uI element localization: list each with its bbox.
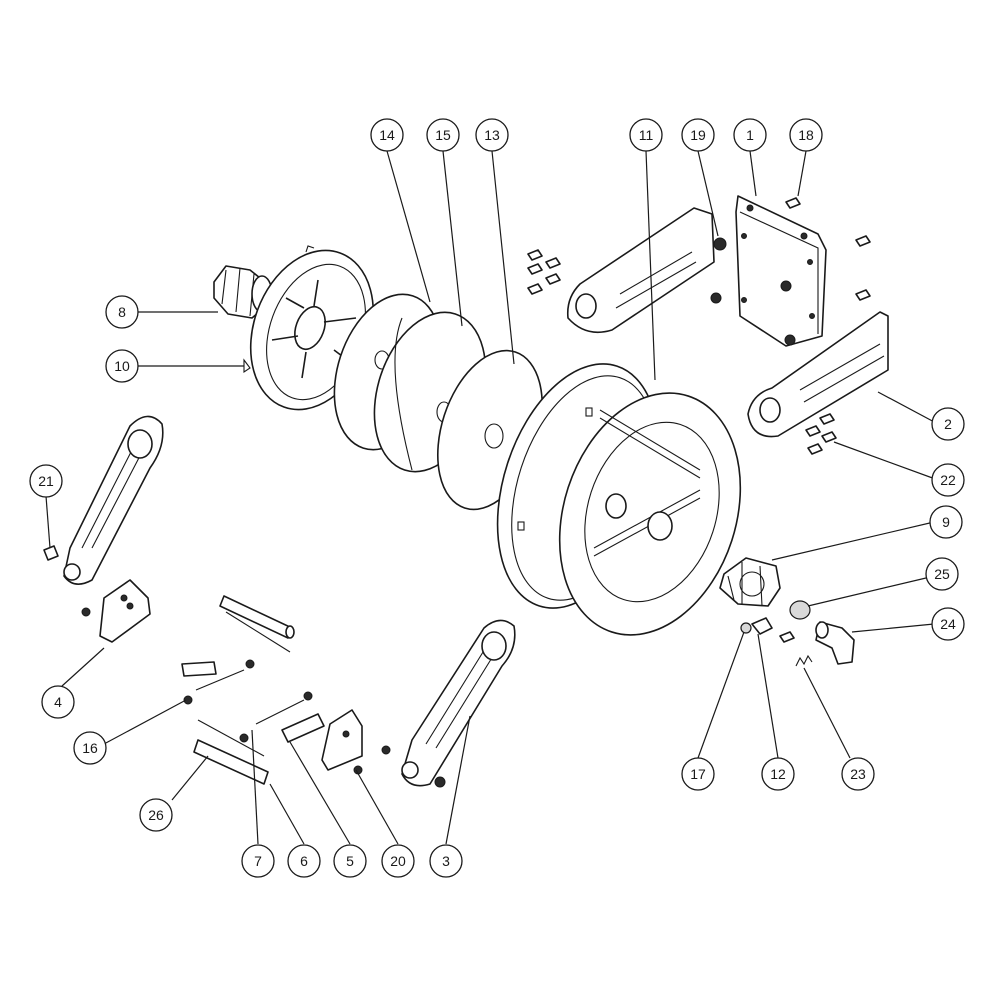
callout-balloon-23: 23: [841, 757, 875, 791]
nut-19-part: [710, 237, 796, 346]
callout-label: 3: [442, 853, 450, 869]
callout-label: 15: [435, 127, 451, 143]
callout-label: 19: [690, 127, 706, 143]
callout-balloon-11: 11: [629, 118, 663, 152]
callout-balloon-14: 14: [370, 118, 404, 152]
callout-label: 20: [390, 853, 406, 869]
callout-balloon-13: 13: [475, 118, 509, 152]
elbow-fitting-part: [815, 621, 855, 665]
callout-label: 21: [38, 473, 54, 489]
callout-balloon-18: 18: [789, 118, 823, 152]
callout-balloon-24: 24: [931, 607, 965, 641]
callout-label: 10: [114, 358, 130, 374]
callout-balloon-25: 25: [925, 557, 959, 591]
callout-balloon-7: 7: [241, 844, 275, 878]
callout-balloon-16: 16: [73, 731, 107, 765]
callout-label: 8: [118, 304, 126, 320]
callout-balloon-19: 19: [681, 118, 715, 152]
callout-label: 22: [940, 472, 956, 488]
callout-balloon-5: 5: [333, 844, 367, 878]
callout-balloon-21: 21: [29, 464, 63, 498]
leader-lines: [45, 150, 939, 845]
callout-balloon-3: 3: [429, 844, 463, 878]
callout-label: 26: [148, 807, 164, 823]
left-arm-part: [43, 415, 164, 585]
callout-balloon-15: 15: [426, 118, 460, 152]
callout-label: 23: [850, 766, 866, 782]
callout-label: 13: [484, 127, 500, 143]
lower-arm-part: [401, 619, 516, 788]
callout-label: 5: [346, 853, 354, 869]
right-arm-bracket-part: [747, 311, 889, 455]
upper-arm-bracket-part: [527, 207, 715, 334]
bearing-housing-part: [719, 557, 781, 607]
callout-balloon-20: 20: [381, 844, 415, 878]
bracket-4-part: [81, 579, 151, 643]
callout-label: 25: [934, 566, 950, 582]
reel-drum-part: [496, 363, 742, 636]
callout-label: 17: [690, 766, 706, 782]
callout-balloon-9: 9: [929, 505, 963, 539]
small-hardware-part: [740, 617, 795, 643]
callout-label: 11: [639, 127, 654, 143]
callout-balloon-10: 10: [105, 349, 139, 383]
callout-label: 2: [944, 416, 952, 432]
callout-label: 4: [54, 694, 62, 710]
screw-18-part: [785, 197, 871, 301]
spring-23-part: [795, 654, 813, 667]
callout-balloon-1: 1: [733, 118, 767, 152]
shaft-set-part: [181, 595, 325, 785]
callout-label: 14: [379, 127, 395, 143]
callout-label: 6: [300, 853, 308, 869]
callout-balloon-26: 26: [139, 798, 173, 832]
callout-balloon-4: 4: [41, 685, 75, 719]
callout-label: 12: [770, 766, 786, 782]
callout-label: 1: [746, 127, 754, 143]
mounting-plate-part: [735, 195, 827, 347]
callout-balloon-22: 22: [931, 463, 965, 497]
callout-label: 9: [942, 514, 950, 530]
callout-label: 18: [798, 127, 814, 143]
callout-balloon-8: 8: [105, 295, 139, 329]
callout-balloon-17: 17: [681, 757, 715, 791]
callout-label: 24: [940, 616, 956, 632]
callout-label: 16: [82, 740, 98, 756]
callout-balloon-6: 6: [287, 844, 321, 878]
callout-label: 7: [254, 853, 262, 869]
callout-balloon-2: 2: [931, 407, 965, 441]
washer-25-part: [789, 600, 811, 620]
bracket-20-part: [321, 709, 391, 775]
callout-balloon-12: 12: [761, 757, 795, 791]
